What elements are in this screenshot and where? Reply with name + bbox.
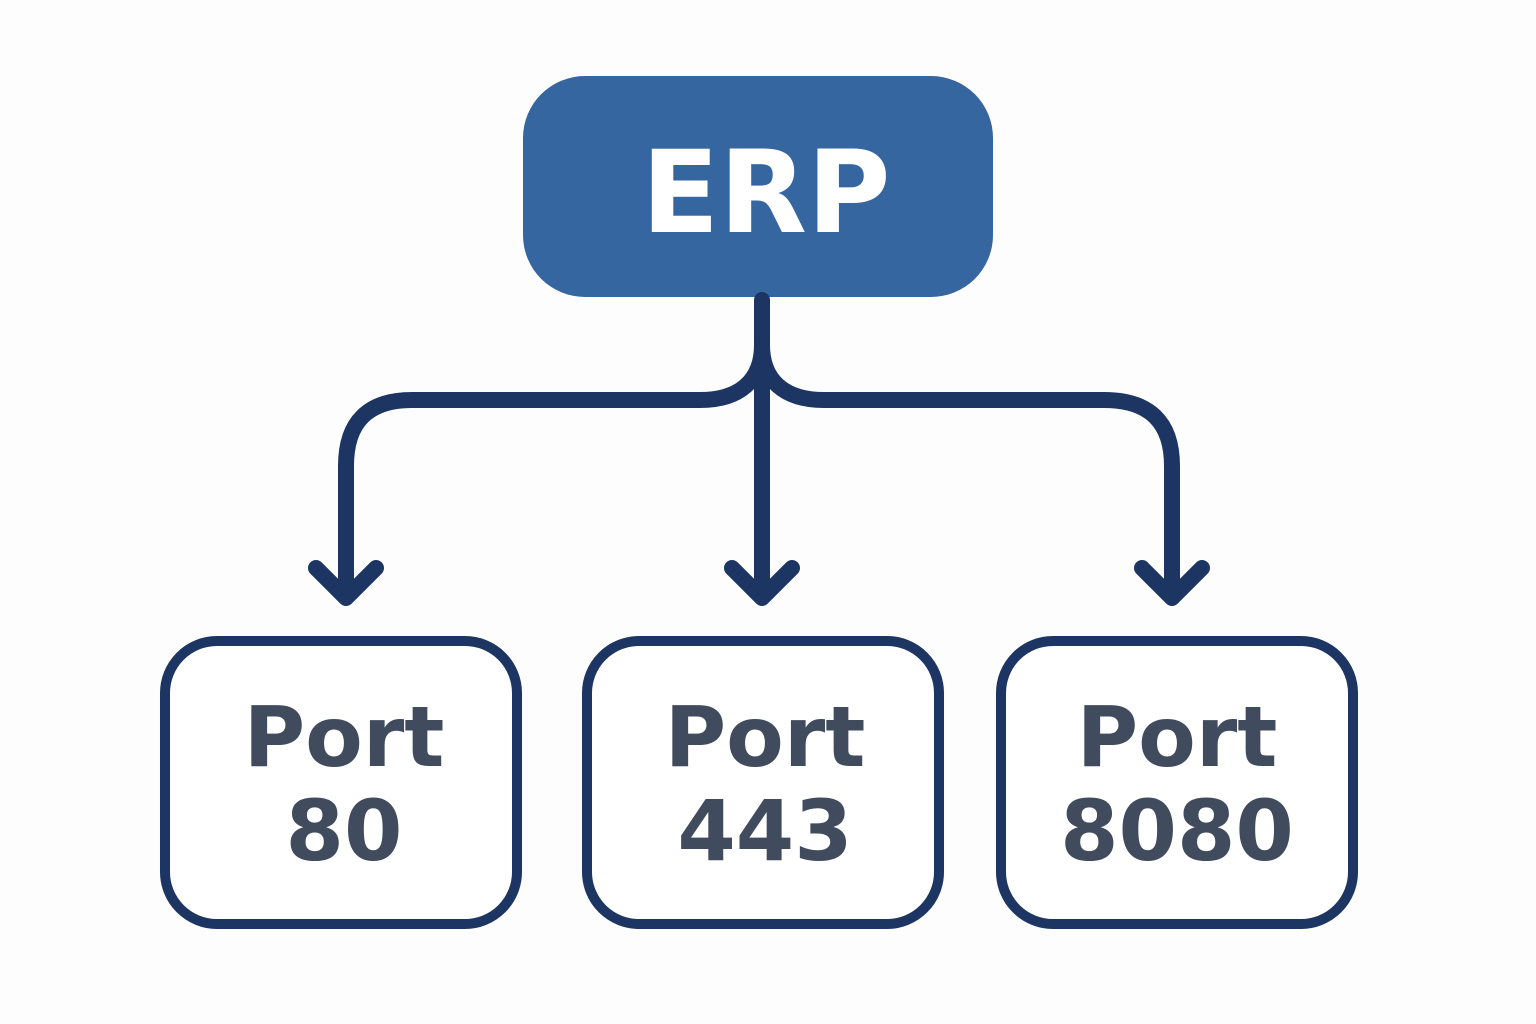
port-node-label-line1: Port — [244, 688, 445, 786]
root-node-box — [523, 76, 993, 297]
port-node-80: Port 80 — [160, 636, 522, 929]
connector-right — [754, 337, 1180, 604]
root-node: ERP — [523, 76, 993, 297]
root-node-label: ERP — [641, 126, 890, 259]
port-node-443: Port 443 — [582, 636, 944, 929]
port-node-box — [582, 636, 944, 929]
arrowhead-left — [308, 560, 384, 606]
arrowhead-center — [724, 560, 800, 606]
port-node-label-line2: 443 — [677, 782, 852, 880]
port-node-box — [160, 636, 522, 929]
port-node-label-line2: 80 — [286, 782, 403, 880]
connector-left — [338, 337, 770, 604]
port-node-8080: Port 8080 — [996, 636, 1358, 929]
port-node-box — [996, 636, 1358, 929]
port-node-label-line2: 8080 — [1060, 782, 1294, 880]
arrowhead-right — [1134, 560, 1210, 606]
port-node-label-line1: Port — [1077, 688, 1278, 786]
port-node-label-line1: Port — [665, 688, 866, 786]
connectors — [308, 292, 1210, 606]
